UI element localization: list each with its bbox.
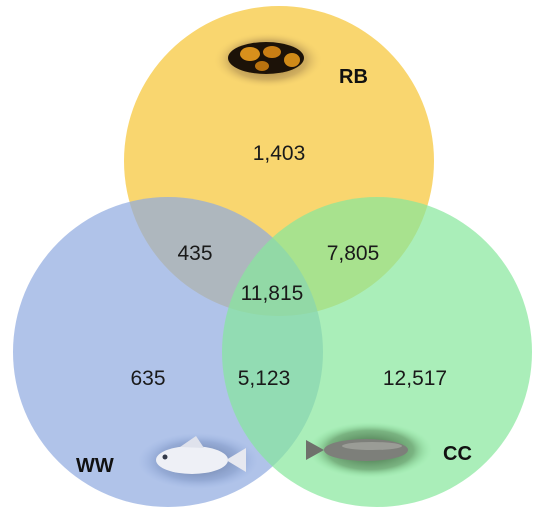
ww-set-label: WW [76,455,114,477]
ww-cc-count: 5,123 [238,367,291,390]
all-three-count: 11,815 [241,282,304,305]
rb-only-count: 1,403 [253,142,306,165]
ww-fish-image [138,433,258,489]
rb-set-label: RB [339,66,368,88]
ww-only-count: 635 [130,367,165,390]
cc-fish-image [306,422,432,478]
cc-set-label: CC [443,443,472,465]
rb-cc-count: 7,805 [327,242,380,265]
cc-only-count: 12,517 [383,367,447,390]
rb-ww-count: 435 [177,242,212,265]
rb-fish-image [213,32,323,88]
cc-set-circle [222,197,532,507]
